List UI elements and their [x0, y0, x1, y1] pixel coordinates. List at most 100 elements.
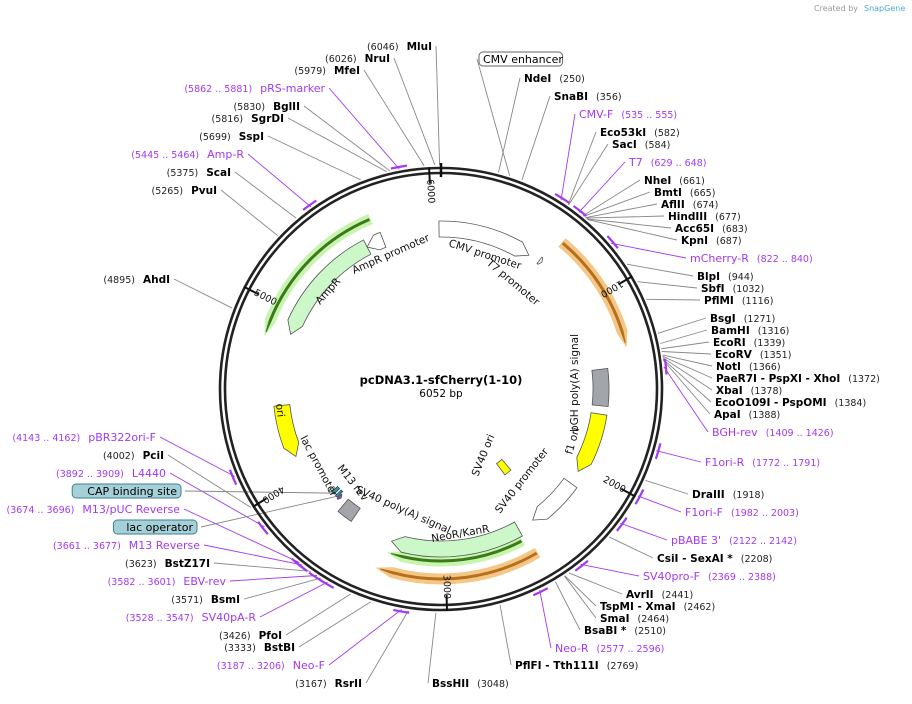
callout-label: CAP binding site	[87, 485, 177, 498]
enzyme-site-ecoo109i-pspomi[interactable]: EcoO109I - PspOMI(1384)	[715, 397, 866, 409]
enzyme-site-pfoi[interactable]: (3426)PfoI	[219, 630, 282, 642]
feature-neor-kanr[interactable]	[390, 521, 523, 558]
enzyme-site-sspi[interactable]: (5699)SspI	[199, 131, 264, 143]
site-position: (683)	[722, 224, 748, 235]
enzyme-site-aflii[interactable]: AflII(674)	[661, 199, 718, 211]
leader-line	[560, 113, 576, 200]
enzyme-site-bstz17i[interactable]: (3623)BstZ17I	[125, 558, 210, 570]
enzyme-site-pflfi-tth111i[interactable]: PflFI - Tth111I(2769)	[515, 660, 638, 672]
primer-cmv-f[interactable]: CMV-F(535 .. 555)	[579, 108, 677, 121]
primer-m13-puc-reverse[interactable]: (3674 .. 3696)M13/pUC Reverse	[7, 503, 181, 516]
enzyme-site-mfei[interactable]: (5979)MfeI	[294, 65, 360, 77]
enzyme-site-scai[interactable]: (5375)ScaI	[167, 167, 231, 179]
primer-amp-r[interactable]: (5445 .. 5464)Amp-R	[131, 148, 244, 161]
feature-callout-lac-operator[interactable]: lac operator	[112, 519, 198, 535]
feature-callout-cap-binding-site[interactable]: CAP binding site	[71, 483, 182, 499]
enzyme-site-pvui[interactable]: (5265)PvuI	[151, 185, 217, 197]
enzyme-site-bglii[interactable]: (5830)BglII	[233, 101, 300, 113]
site-name: BGH-rev	[712, 426, 758, 439]
site-label: BsaBI *(2510)	[584, 625, 666, 637]
primer-neo-f[interactable]: (3187 .. 3206)Neo-F	[217, 659, 325, 672]
leader-line	[259, 581, 328, 618]
enzyme-site-nhei[interactable]: NheI(661)	[644, 175, 705, 187]
enzyme-site-hindiii[interactable]: HindIII(677)	[668, 211, 741, 223]
enzyme-site-bsabi[interactable]: BsaBI *(2510)	[584, 625, 666, 637]
enzyme-site-pcii[interactable]: (4002)PciI	[103, 450, 164, 462]
feature-sv40-promoter[interactable]	[532, 477, 578, 521]
feature-t7-promoter[interactable]	[536, 256, 544, 265]
feature-f1-ori[interactable]	[576, 412, 608, 473]
enzyme-site-kpni[interactable]: KpnI(687)	[681, 235, 742, 247]
feature-bgh-poly-a-signal[interactable]	[591, 368, 610, 408]
site-label: (5265)PvuI	[151, 185, 217, 197]
enzyme-site-xbai[interactable]: XbaI(1378)	[716, 385, 782, 397]
site-labels: (6046)MluI(6026)NruI(5979)MfeI (5862 .. 5…	[7, 41, 880, 690]
enzyme-site-avrii[interactable]: AvrII(2441)	[626, 589, 693, 601]
enzyme-site-csii-sexai[interactable]: CsiI - SexAI *(2208)	[657, 553, 772, 565]
feature-callout-cmv-enhancer[interactable]: CMV enhancer	[478, 51, 563, 67]
site-name: M13 Reverse	[129, 539, 200, 552]
enzyme-site-ahdi[interactable]: (4895)AhdI	[103, 274, 170, 286]
enzyme-site-ecori[interactable]: EcoRI(1339)	[713, 337, 785, 349]
enzyme-site-nrui[interactable]: (6026)NruI	[325, 53, 390, 65]
enzyme-site-draiii[interactable]: DraIII(1918)	[692, 489, 764, 501]
leader-line	[328, 87, 400, 170]
translation-highlight[interactable]	[264, 214, 373, 337]
enzyme-site-bmti[interactable]: BmtI(665)	[654, 187, 715, 199]
feature-lac-promoter[interactable]	[328, 485, 335, 492]
enzyme-site-pflmi[interactable]: PflMI(1116)	[704, 295, 773, 307]
enzyme-site-blpi[interactable]: BlpI(944)	[697, 271, 754, 283]
enzyme-site-bstbi[interactable]: (3333)BstBI	[224, 642, 295, 654]
site-label: (3623)BstZ17I	[125, 558, 210, 570]
enzyme-site-paer7i-pspxi-xhoi[interactable]: PaeR7I - PspXI - XhoI(1372)	[716, 373, 880, 385]
primer-bgh-rev[interactable]: BGH-rev(1409 .. 1426)	[712, 426, 834, 439]
enzyme-site-apai[interactable]: ApaI(1388)	[714, 409, 780, 421]
primer-mcherry-r[interactable]: mCherry-R(822 .. 840)	[690, 252, 813, 265]
enzyme-site-bsgi[interactable]: BsgI(1271)	[710, 313, 775, 325]
primer-neo-r[interactable]: Neo-R(2577 .. 2596)	[555, 642, 664, 655]
enzyme-site-mlui[interactable]: (6046)MluI	[367, 41, 432, 53]
enzyme-site-sgrdi[interactable]: (5816)SgrDI	[212, 113, 284, 125]
enzyme-site-bsshii[interactable]: BssHII(3048)	[432, 678, 509, 690]
enzyme-site-bsmi[interactable]: (3571)BsmI	[171, 594, 240, 606]
enzyme-site-tspmi-xmai[interactable]: TspMI - XmaI(2462)	[600, 601, 715, 613]
site-name: PfoI	[259, 630, 282, 642]
enzyme-site-eco53ki[interactable]: Eco53kI(582)	[600, 127, 680, 139]
primer-pbr322ori-f[interactable]: (4143 .. 4162)pBR322ori-F	[12, 431, 156, 444]
enzyme-site-snabi[interactable]: SnaBI(356)	[554, 91, 622, 103]
feature-ampr-promoter[interactable]	[366, 231, 387, 251]
primer-sv40pa-r[interactable]: (3528 .. 3547)SV40pA-R	[126, 611, 257, 624]
enzyme-site-saci[interactable]: SacI(584)	[612, 139, 670, 151]
feature-ampr[interactable]	[287, 239, 372, 335]
enzyme-site-sbfi[interactable]: SbfI(1032)	[701, 283, 764, 295]
primer-f1ori-r[interactable]: F1ori-R(1772 .. 1791)	[705, 456, 820, 469]
enzyme-site-ecorv[interactable]: EcoRV(1351)	[715, 349, 791, 361]
primer-t7[interactable]: T7(629 .. 648)	[628, 156, 706, 169]
primer-m13-reverse[interactable]: (3661 .. 3677)M13 Reverse	[53, 539, 200, 552]
enzyme-site-bamhi[interactable]: BamHI(1316)	[711, 325, 789, 337]
site-position: (665)	[690, 188, 716, 199]
feature-cmv-promoter[interactable]	[438, 220, 530, 257]
primer-pbabe-3[interactable]: pBABE 3'(2122 .. 2142)	[671, 534, 797, 547]
feature-sv40-poly-a-signal[interactable]	[337, 498, 361, 522]
enzyme-site-acc65i[interactable]: Acc65I(683)	[675, 223, 748, 235]
enzyme-site-ndei[interactable]: NdeI(250)	[524, 73, 585, 85]
feature-sv40-ori[interactable]	[495, 458, 512, 476]
primer-binding-mark	[228, 469, 238, 486]
enzyme-site-smai[interactable]: SmaI(2464)	[600, 613, 669, 625]
primer-prs-marker[interactable]: (5862 .. 5881)pRS-marker	[184, 82, 325, 95]
feature-ori[interactable]	[273, 404, 300, 458]
primer-l4440[interactable]: (3892 .. 3909)L4440	[56, 467, 166, 480]
feature-lac-operator[interactable]	[334, 489, 344, 498]
site-position: (2510)	[634, 626, 666, 637]
primer-ebv-rev[interactable]: (3582 .. 3601)EBV-rev	[108, 575, 227, 588]
enzyme-site-rsrii[interactable]: (3167)RsrII	[295, 678, 362, 690]
feature-cap-binding-site[interactable]	[331, 485, 341, 495]
primer-f1ori-f[interactable]: F1ori-F(1982 .. 2003)	[685, 506, 799, 519]
tick-label: 2000	[601, 474, 627, 495]
translation-highlight[interactable]	[558, 238, 628, 348]
feature-m13-rev[interactable]	[336, 493, 343, 500]
enzyme-site-noti[interactable]: NotI(1366)	[716, 361, 781, 373]
primer-sv40pro-f[interactable]: SV40pro-F(2369 .. 2388)	[643, 570, 776, 583]
leader-line	[568, 143, 609, 206]
